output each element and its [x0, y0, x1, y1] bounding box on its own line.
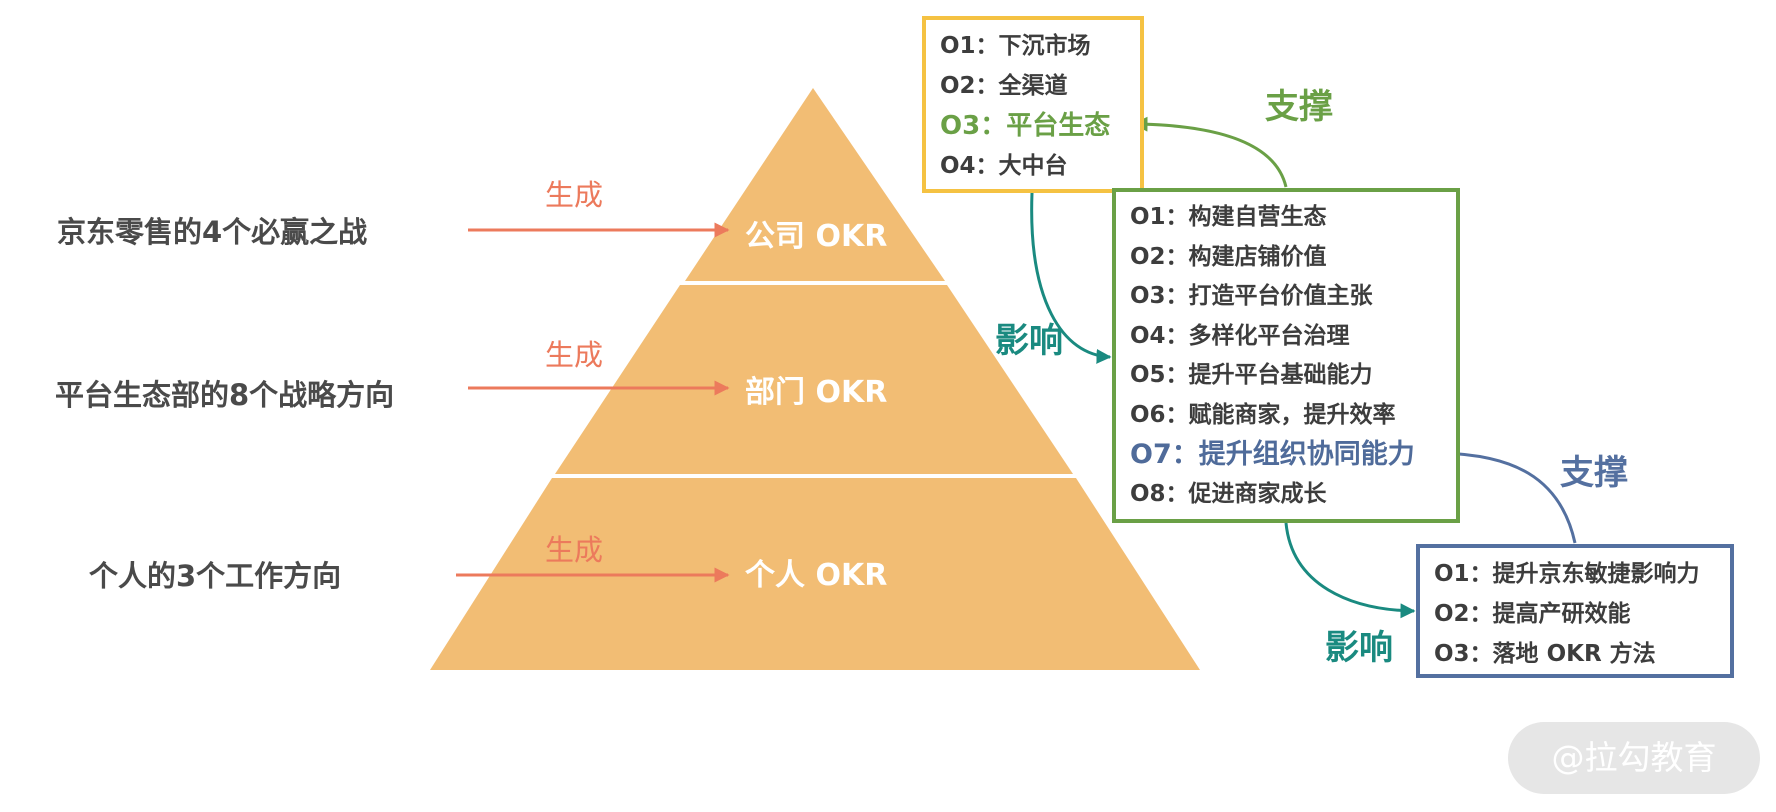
generate-label-1: 生成	[545, 178, 604, 212]
company-okr-item: O1：下沉市场	[940, 33, 1091, 59]
support-label-top: 支撑	[1265, 87, 1333, 127]
pyramid-top-layer	[685, 88, 945, 281]
company-source-label: 京东零售的4个必赢之战	[57, 215, 368, 249]
pyramid-middle-layer	[555, 285, 1073, 474]
watermark-badge: @拉勾教育	[1508, 722, 1760, 794]
generate-label-2: 生成	[545, 338, 604, 372]
pyramid-top-label: 公司 OKR	[745, 219, 888, 254]
person-source-label: 个人的3个工作方向	[89, 559, 342, 593]
influence-arrow-bottom	[1284, 522, 1416, 619]
dept-okr-item: O6：赋能商家，提升效率	[1130, 401, 1396, 428]
support-arrow-top	[1132, 116, 1288, 188]
dept-okr-item: O3：打造平台价值主张	[1130, 283, 1373, 309]
pyramid-middle-label: 部门 OKR	[745, 375, 888, 410]
company-okr-item: O4：大中台	[940, 153, 1068, 179]
support-arrow-bottom	[1440, 445, 1577, 544]
dept-okr-box: O1：构建自营生态 O2：构建店铺价值 O3：打造平台价值主张 O4：多样化平台…	[1112, 188, 1460, 523]
influence-label-bottom: 影响	[1325, 628, 1393, 668]
dept-okr-item: O8：促进商家成长	[1130, 480, 1327, 507]
influence-arrow-top	[1030, 192, 1112, 364]
person-okr-box: O1：提升京东敏捷影响力 O2：提高产研效能 O3：落地 OKR 方法	[1416, 544, 1734, 678]
person-okr-item: O1：提升京东敏捷影响力	[1434, 561, 1700, 587]
dept-okr-item-highlight: O7：提升组织协同能力	[1130, 439, 1415, 470]
dept-okr-item: O5：提升平台基础能力	[1130, 362, 1373, 388]
dept-source-label: 平台生态部的8个战略方向	[55, 378, 395, 412]
person-okr-item: O3：落地 OKR 方法	[1434, 641, 1656, 667]
influence-label-top: 影响	[995, 321, 1063, 361]
dept-okr-item: O4：多样化平台治理	[1130, 322, 1350, 349]
generate-label-3: 生成	[545, 533, 604, 567]
pyramid-bottom-layer	[430, 478, 1200, 670]
company-okr-item: O2：全渠道	[940, 73, 1068, 99]
dept-okr-item: O2：构建店铺价值	[1130, 243, 1327, 270]
pyramid-bottom-label: 个人 OKR	[745, 558, 888, 593]
support-label-bottom: 支撑	[1560, 453, 1628, 493]
company-okr-item-highlight: O3：平台生态	[940, 111, 1111, 141]
person-okr-item: O2：提高产研效能	[1434, 601, 1631, 627]
dept-okr-item: O1：构建自营生态	[1130, 204, 1327, 230]
company-okr-box: O1：下沉市场 O2：全渠道 O3：平台生态 O4：大中台	[922, 16, 1144, 193]
